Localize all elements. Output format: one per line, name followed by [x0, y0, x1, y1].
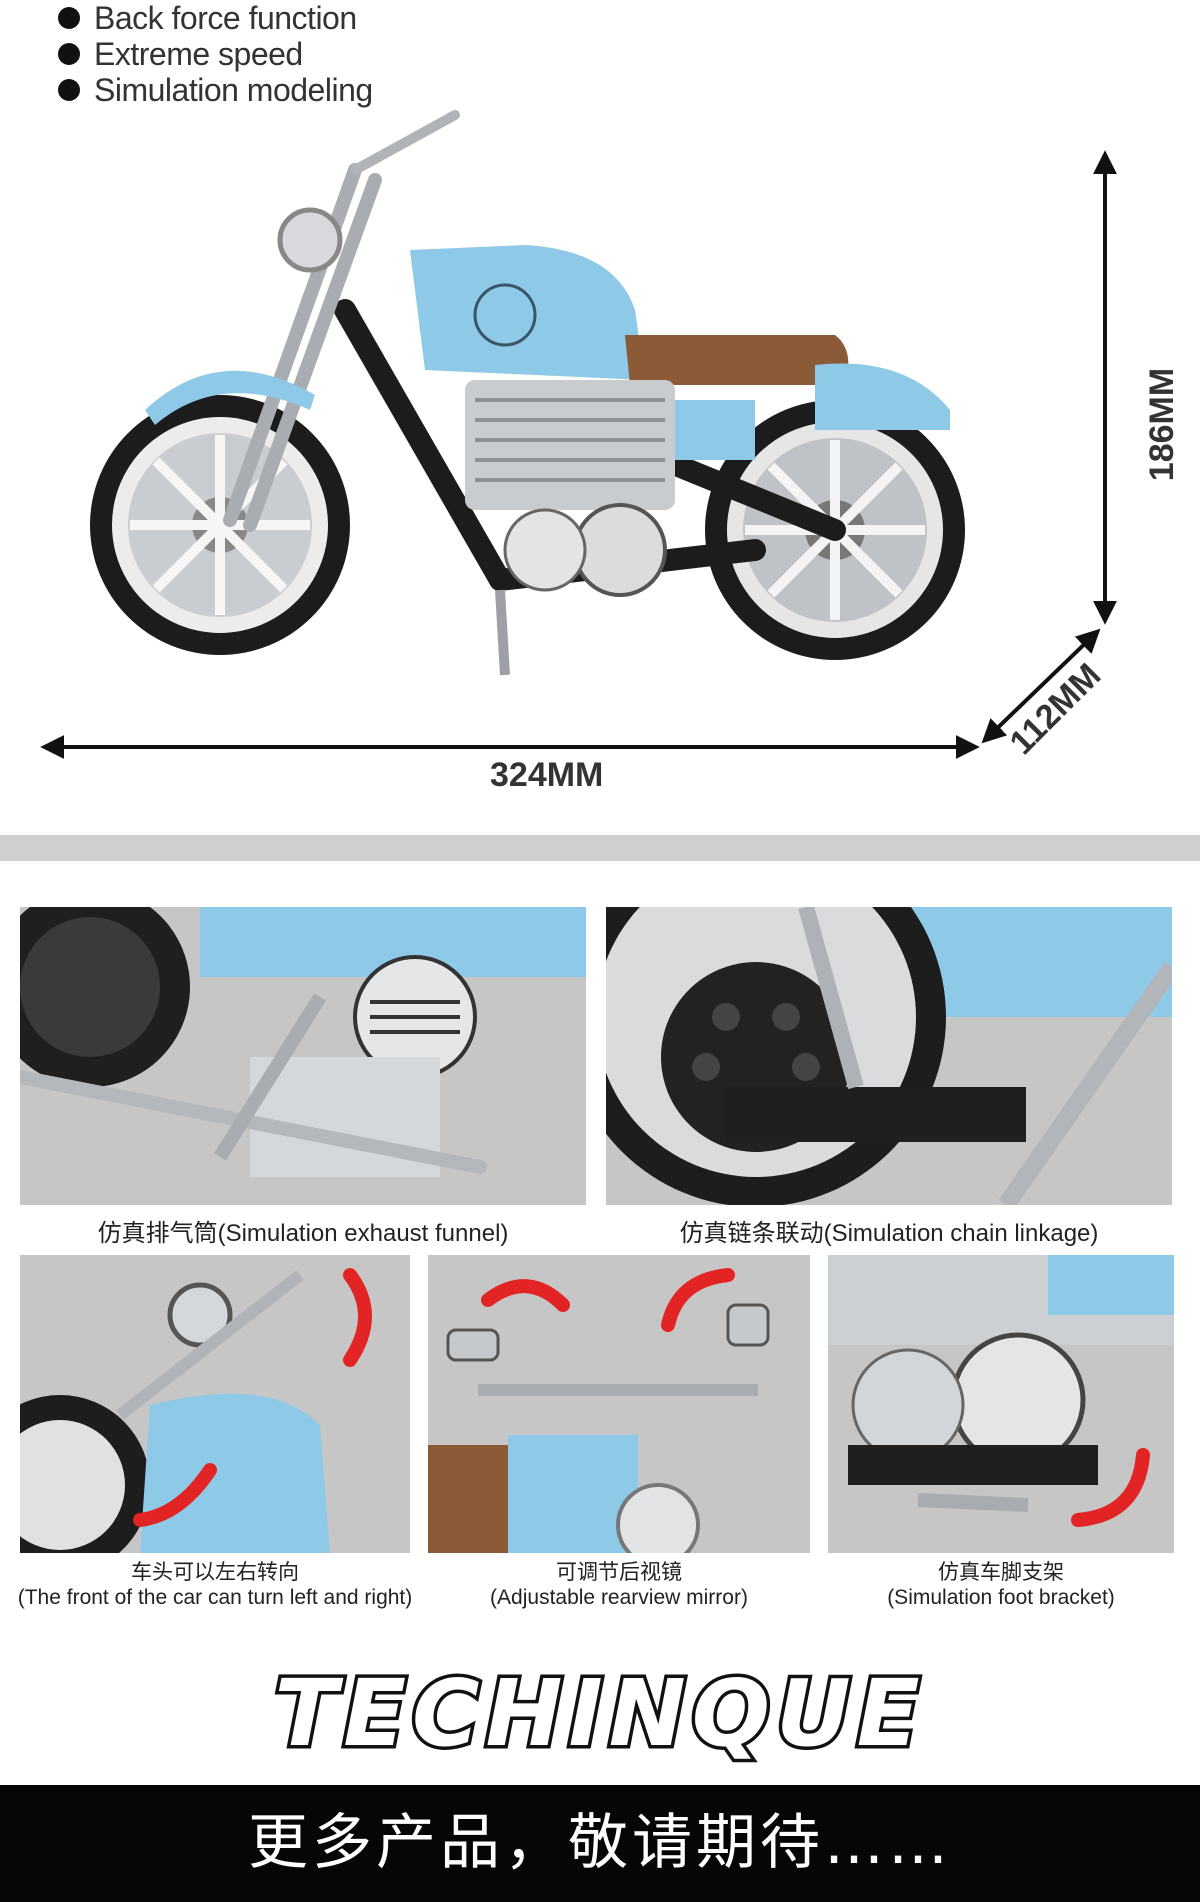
bullet-icon [58, 7, 80, 29]
caption-steering-cn: 车头可以左右转向 [131, 1561, 299, 1584]
feature-label: Extreme speed [94, 35, 303, 72]
footer-text: 更多产品，敬请期待…… [248, 1808, 952, 1878]
brand-name: TECHINQUE [274, 1660, 925, 1767]
height-dimension: 186MM [1143, 367, 1182, 482]
exhaust-detail-image [20, 907, 586, 1177]
steering-detail-image [20, 1268, 372, 1553]
caption-mirror-cn: 可调节后视镜 [556, 1561, 682, 1584]
detail-panel-foot-bracket [828, 1255, 1174, 1553]
detail-panel-exhaust [20, 907, 586, 1205]
feature-item: Extreme speed [58, 36, 373, 72]
caption-chain: 仿真链条联动(Simulation chain linkage) [679, 1220, 1099, 1247]
detail-panel-mirror [428, 1255, 810, 1553]
feature-item: Simulation modeling [58, 72, 373, 108]
caption-mirror-en: (Adjustable rearview mirror) [490, 1586, 748, 1609]
caption-mirror: 可调节后视镜 (Adjustable rearview mirror) [428, 1560, 810, 1610]
caption-exhaust: 仿真排气筒(Simulation exhaust funnel) [97, 1220, 509, 1247]
foot-bracket-detail-image [828, 1255, 1174, 1527]
caption-foot-bracket-en: (Simulation foot bracket) [887, 1586, 1115, 1609]
rotate-arrow-icon [343, 1268, 372, 1367]
rotate-arrow-icon [133, 1463, 217, 1527]
chain-detail-image [606, 907, 1172, 1205]
engine-icon [465, 380, 675, 597]
caption-foot-bracket: 仿真车脚支架 (Simulation foot bracket) [828, 1560, 1174, 1610]
motorcycle-image [90, 110, 965, 676]
detail-panel-chain [606, 907, 1172, 1205]
feature-item: Back force function [58, 0, 373, 36]
caption-steering-en: (The front of the car can turn left and … [17, 1586, 413, 1609]
caption-steering: 车头可以左右转向 (The front of the car can turn … [15, 1560, 415, 1610]
rotate-arrow-icon [481, 1279, 570, 1312]
bullet-icon [58, 43, 80, 65]
feature-list: Back force function Extreme speed Simula… [58, 0, 373, 108]
feature-label: Simulation modeling [94, 71, 373, 108]
rotate-arrow-icon [661, 1268, 735, 1332]
feature-label: Back force function [94, 0, 357, 36]
caption-foot-bracket-cn: 仿真车脚支架 [938, 1561, 1064, 1584]
bullet-icon [58, 79, 80, 101]
mirror-detail-image [428, 1268, 770, 1553]
width-dimension: 324MM [490, 756, 604, 794]
dimension-arrows [40, 150, 1117, 759]
brand-logo: TECHINQUE [271, 1660, 925, 1770]
rotate-arrow-icon [1071, 1448, 1150, 1527]
detail-panel-steering [20, 1255, 410, 1553]
footer-banner: 更多产品，敬请期待…… [0, 1785, 1200, 1902]
section-divider [0, 835, 1200, 861]
